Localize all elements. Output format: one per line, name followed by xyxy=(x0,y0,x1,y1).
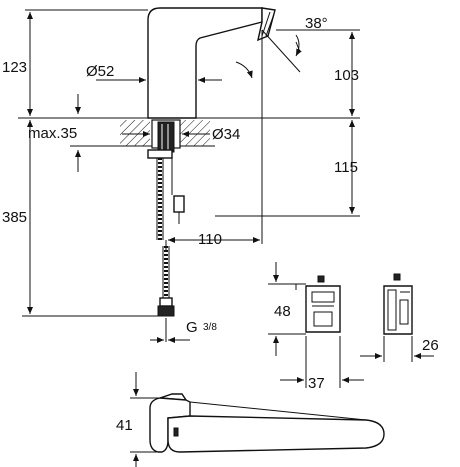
dim-line-37 xyxy=(280,336,364,388)
base-diameter-label: Ø52 xyxy=(86,63,114,80)
mounting-shank xyxy=(147,119,181,159)
dim-line-48 xyxy=(268,262,306,356)
dim-line-103 xyxy=(276,29,360,116)
control-box-front xyxy=(295,275,341,333)
box-width-label: 37 xyxy=(308,375,325,392)
hose-lower xyxy=(157,246,175,317)
connection-fraction-label: 3/8 xyxy=(203,322,217,333)
dim-line-g38 xyxy=(150,318,190,343)
dim-line-41 xyxy=(130,372,160,467)
angle-indicator xyxy=(235,29,302,79)
projection-label: 110 xyxy=(198,231,222,248)
dim-line-26 xyxy=(360,336,434,362)
box-height-label: 48 xyxy=(274,303,291,320)
deck-thickness-label: max.35 xyxy=(28,125,77,142)
control-box-side xyxy=(383,273,413,335)
hose-left xyxy=(156,158,164,240)
total-height-label: 385 xyxy=(2,209,27,226)
top-height-label: 123 xyxy=(2,59,27,76)
hose-right-cable xyxy=(171,158,185,224)
dim-line-110 xyxy=(165,40,263,250)
battery-height-label: 41 xyxy=(116,417,133,434)
box-depth-label: 26 xyxy=(422,337,439,354)
hole-diameter-label: Ø34 xyxy=(212,126,240,143)
dim-line-max35 xyxy=(70,94,120,172)
spout-height-label: 103 xyxy=(334,67,359,84)
faucet-body xyxy=(147,7,276,119)
battery-housing xyxy=(149,393,385,453)
dim-line-115 xyxy=(215,120,360,217)
below-deck-label: 115 xyxy=(334,159,358,176)
dim-line-385 xyxy=(22,120,160,317)
dim-line-123 xyxy=(25,9,148,116)
connection-g-label: G xyxy=(186,319,198,336)
spout-angle-label: 38° xyxy=(305,15,328,32)
